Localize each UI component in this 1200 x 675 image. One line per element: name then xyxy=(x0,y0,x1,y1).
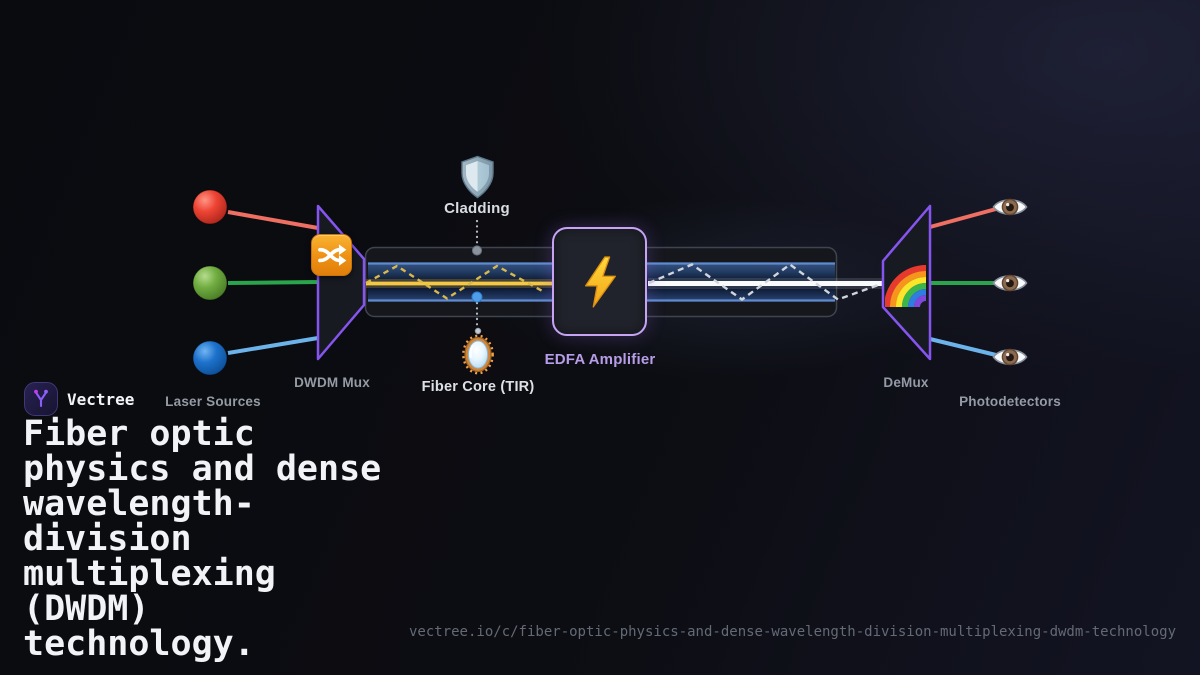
label-fiber-core: Fiber Core (TIR) xyxy=(421,379,535,395)
footer-url: vectree.io/c/fiber-optic-physics-and-den… xyxy=(408,624,1176,640)
label-cladding: Cladding xyxy=(444,200,510,217)
core-anchor-dot xyxy=(471,291,483,303)
vectree-branch-icon xyxy=(24,382,58,416)
tir-ray-white xyxy=(648,263,882,301)
label-edfa-amplifier: EDFA Amplifier xyxy=(544,351,656,368)
label-dwdm-mux: DWDM Mux xyxy=(294,375,370,390)
tir-ray-yellow xyxy=(365,264,546,300)
beam-red-output xyxy=(929,207,997,229)
label-photodetectors: Photodetectors xyxy=(959,394,1061,409)
beam-green-input xyxy=(227,280,319,285)
page-title: Fiber optic physics and dense wavelength… xyxy=(23,414,382,664)
beam-blue-output xyxy=(929,337,997,357)
cladding-anchor-dot xyxy=(471,245,483,256)
eye-icon xyxy=(992,270,1028,296)
dwdm-mux-prism xyxy=(316,204,366,361)
laser-source-red xyxy=(192,189,228,225)
beam-blue-input xyxy=(227,336,319,355)
brand: Vectree xyxy=(24,382,134,416)
shuffle-icon xyxy=(311,234,352,276)
eye-icon xyxy=(992,194,1028,220)
beam-red-input xyxy=(227,210,319,230)
laser-source-blue xyxy=(192,340,228,376)
shield-icon xyxy=(459,155,496,200)
laser-source-green xyxy=(192,265,228,301)
rainbow-icon xyxy=(885,262,926,307)
eye-icon xyxy=(992,344,1028,370)
mirror-icon xyxy=(460,327,496,376)
brand-name: Vectree xyxy=(67,389,135,409)
label-demux: DeMux xyxy=(883,375,929,390)
label-laser-sources: Laser Sources xyxy=(165,394,261,409)
lightning-bolt-icon xyxy=(584,255,616,308)
edfa-amplifier-box xyxy=(552,227,647,336)
